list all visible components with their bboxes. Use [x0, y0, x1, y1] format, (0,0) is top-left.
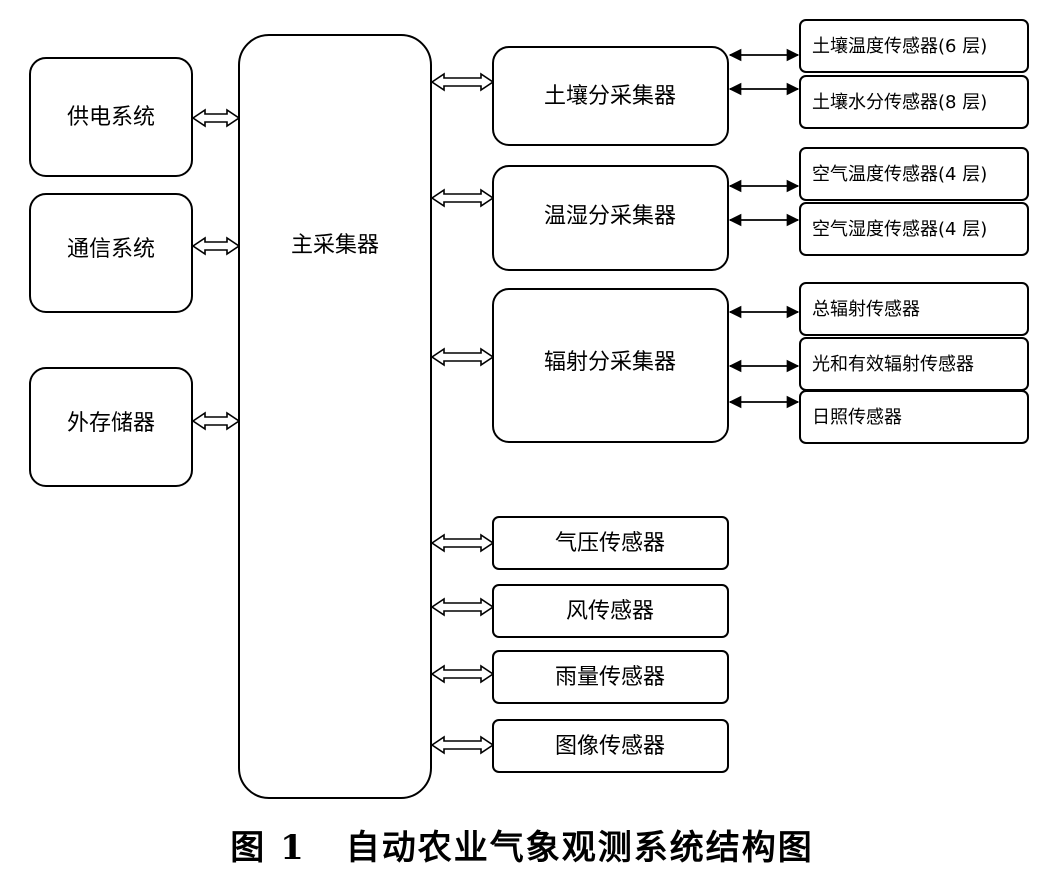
- sensor-air-temperature: 空气温度传感器(4 层): [799, 147, 1029, 201]
- sensor-par: 光和有效辐射传感器: [799, 337, 1029, 391]
- sensor-air-humidity: 空气湿度传感器(4 层): [799, 202, 1029, 256]
- sub-collector-label: 温湿分采集器: [544, 204, 676, 229]
- sensor-label: 日照传感器: [812, 407, 902, 428]
- sub-collector-soil: 土壤分采集器: [492, 46, 729, 146]
- sub-collector-label: 土壤分采集器: [544, 84, 676, 109]
- sensor-label: 土壤水分传感器(8 层): [812, 92, 987, 113]
- direct-sensor-label: 风传感器: [566, 599, 654, 624]
- double-arrow-icon: [430, 347, 495, 367]
- direct-sensor-rain: 雨量传感器: [492, 650, 729, 704]
- double-arrow-icon: [191, 236, 241, 256]
- double-arrow-icon: [430, 188, 495, 208]
- direct-sensor-wind: 风传感器: [492, 584, 729, 638]
- double-arrow-icon: [191, 108, 241, 128]
- main-collector-label: 主采集器: [291, 233, 379, 258]
- double-arrow-icon: [430, 533, 495, 553]
- double-arrow-icon: [430, 597, 495, 617]
- direct-sensor-label: 气压传感器: [555, 531, 665, 556]
- main-collector: 主采集器: [238, 34, 432, 799]
- direct-sensor-label: 图像传感器: [555, 734, 665, 759]
- sensor-soil-moisture: 土壤水分传感器(8 层): [799, 75, 1029, 129]
- system-structure-diagram: 供电系统 通信系统 外存储器 主采集器 土壤分采集器 温湿分采集器 辐射分采集器: [29, 19, 1029, 799]
- sensor-label: 光和有效辐射传感器: [812, 354, 974, 375]
- left-system-comm: 通信系统: [29, 193, 193, 313]
- left-system-label: 外存储器: [67, 411, 155, 436]
- sensor-total-radiation: 总辐射传感器: [799, 282, 1029, 336]
- left-system-power: 供电系统: [29, 57, 193, 177]
- double-arrow-icon: [430, 664, 495, 684]
- sub-collector-label: 辐射分采集器: [544, 350, 676, 375]
- sensor-sunshine: 日照传感器: [799, 390, 1029, 444]
- sensor-label: 空气温度传感器(4 层): [812, 164, 987, 185]
- double-arrow-icon: [430, 735, 495, 755]
- left-system-label: 通信系统: [67, 237, 155, 262]
- left-system-label: 供电系统: [67, 105, 155, 130]
- direct-sensor-label: 雨量传感器: [555, 665, 665, 690]
- left-system-storage: 外存储器: [29, 367, 193, 487]
- sub-collector-radiation: 辐射分采集器: [492, 288, 729, 443]
- direct-sensor-image: 图像传感器: [492, 719, 729, 773]
- sub-collector-temp-humidity: 温湿分采集器: [492, 165, 729, 271]
- sensor-label: 空气湿度传感器(4 层): [812, 219, 987, 240]
- sensor-soil-temperature: 土壤温度传感器(6 层): [799, 19, 1029, 73]
- figure-number: 图 1: [230, 828, 306, 868]
- double-arrow-icon: [191, 411, 241, 431]
- double-arrow-icon: [430, 72, 495, 92]
- figure-caption: 图 1 自动农业气象观测系统结构图: [0, 820, 1044, 869]
- figure-title: 自动农业气象观测系统结构图: [345, 828, 814, 868]
- sensor-label: 土壤温度传感器(6 层): [812, 36, 987, 57]
- sensor-label: 总辐射传感器: [812, 299, 920, 320]
- direct-sensor-pressure: 气压传感器: [492, 516, 729, 570]
